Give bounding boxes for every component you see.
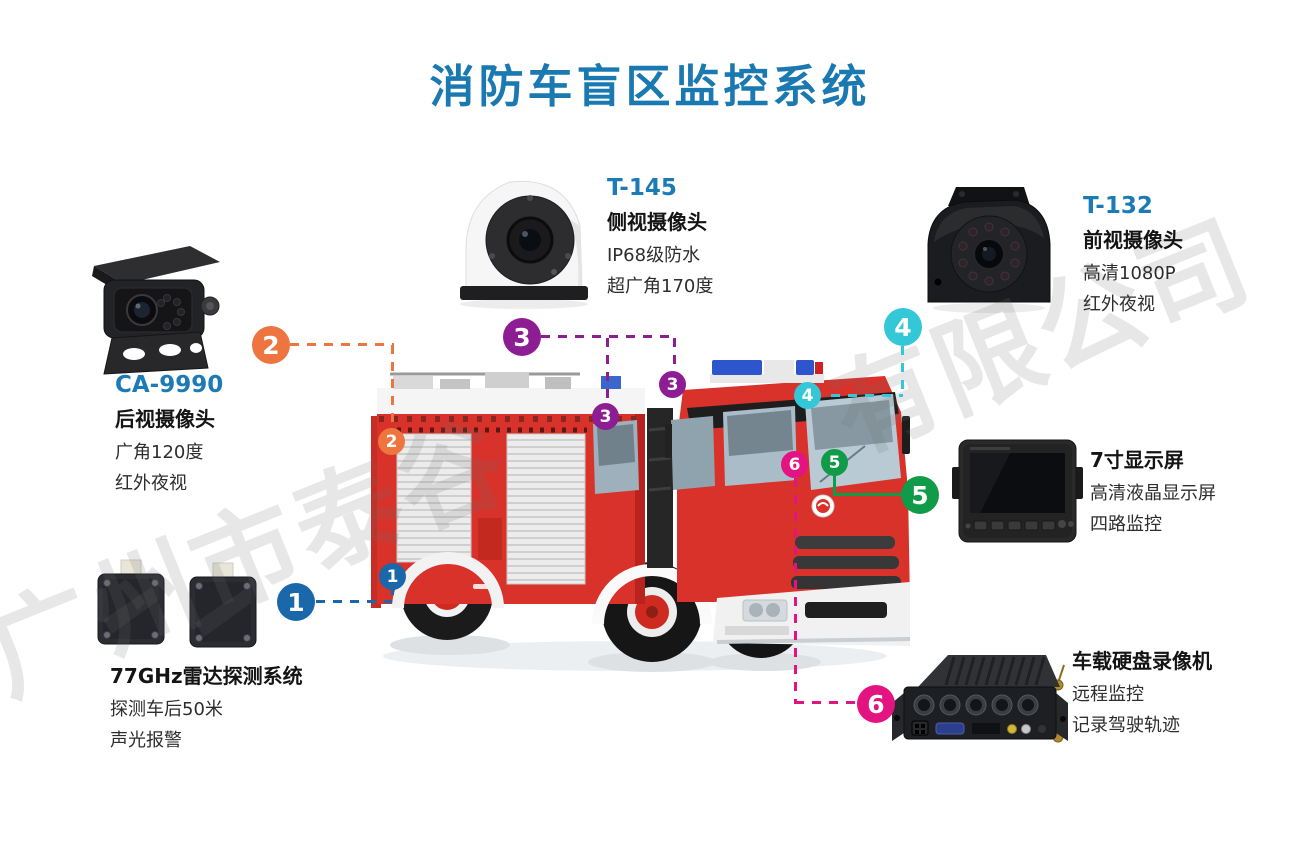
radar-sensors-image [96,556,268,656]
connector-line-1b [391,586,394,601]
monitor-screen [970,453,1065,513]
fire-truck-image [365,350,910,685]
vga-port [935,722,965,735]
connector-line-4b [831,394,903,397]
connector-line-5 [833,474,836,495]
front-camera-label: T-132 前视摄像头 高清1080P 红外夜视 [1083,193,1183,321]
radar-label: 77GHz雷达探测系统 探测车后50米 声光报警 [110,660,303,757]
side-camera-image [448,168,603,313]
marker-3-badge: 3 [503,318,541,356]
front-camera-model: T-132 [1083,193,1153,219]
marker-4-truck-badge: 4 [794,382,821,409]
monitor-label: 7寸显示屏 高清液晶显示屏 四路监控 [1090,444,1216,541]
connector-line-3 [541,335,677,338]
roller-shutter-rear [396,433,472,563]
monitor-name: 7寸显示屏 [1090,448,1184,472]
radar-name: 77GHz雷达探测系统 [110,664,303,688]
rear-camera-spec-1: 广角120度 [115,442,204,463]
connector-line-5b [833,493,905,496]
connector-line-6 [794,478,797,704]
dvr-spec-2: 记录驾驶轨迹 [1072,715,1180,736]
mounting-bracket [103,331,209,375]
radar-module-1 [97,559,165,645]
dvr-spec-1: 远程监控 [1072,684,1144,705]
connector-line-4 [901,346,904,396]
front-camera-image [912,182,1067,322]
front-camera-spec-2: 红外夜视 [1083,294,1155,315]
front-camera-spec-1: 高清1080P [1083,263,1176,284]
radar-spec-1: 探测车后50米 [110,699,223,720]
front-camera-name: 前视摄像头 [1083,228,1183,252]
monitor-spec-2: 四路监控 [1090,514,1162,535]
connector-line-2 [290,343,394,346]
radar-spec-2: 声光报警 [110,730,182,751]
crew-window [593,420,639,494]
connector-line-3b [606,338,609,404]
dvr-label: 车载硬盘录像机 远程监控 记录驾驶轨迹 [1072,645,1212,742]
page-title: 消防车盲区监控系统 [429,60,871,113]
marker-2-badge: 2 [252,326,290,364]
connector-line-6b [795,701,857,704]
connector-line-3c [673,338,676,372]
rear-camera-label: CA-9990 后视摄像头 广角120度 红外夜视 [115,372,223,500]
marker-2-truck-badge: 2 [378,428,405,455]
marker-4-badge: 4 [884,308,922,346]
marker-1-badge: 1 [277,583,315,621]
dvr-name: 车载硬盘录像机 [1072,649,1212,673]
marker-6-truck-badge: 6 [781,451,808,478]
connector-line-2b [391,345,394,428]
radar-module-2 [189,562,257,648]
rear-camera-spec-2: 红外夜视 [115,473,187,494]
marker-3-truck-badge-front: 3 [659,371,686,398]
marker-5-truck-badge: 5 [821,449,848,476]
side-camera-name: 侧视摄像头 [607,210,707,234]
monitor-image [950,437,1085,549]
side-camera-spec-1: IP68级防水 [607,245,701,266]
rear-camera-model: CA-9990 [115,372,224,398]
rear-camera-image [82,240,242,380]
door-window [723,406,797,486]
connector-line-1 [316,600,392,603]
marker-5-badge: 5 [901,476,939,514]
side-camera-spec-2: 超广角170度 [607,276,714,297]
monitor-spec-1: 高清液晶显示屏 [1090,483,1216,504]
marker-1-truck-badge: 1 [379,563,406,590]
roller-shutter-front [506,433,586,585]
dvr-image [890,645,1072,765]
marker-6-badge: 6 [857,685,895,723]
rear-camera-name: 后视摄像头 [115,407,215,431]
side-camera-model: T-145 [607,175,677,201]
aviation-connectors [913,694,1039,716]
marker-3-truck-badge-door: 3 [592,403,619,430]
side-camera-label: T-145 侧视摄像头 IP68级防水 超广角170度 [607,175,713,303]
